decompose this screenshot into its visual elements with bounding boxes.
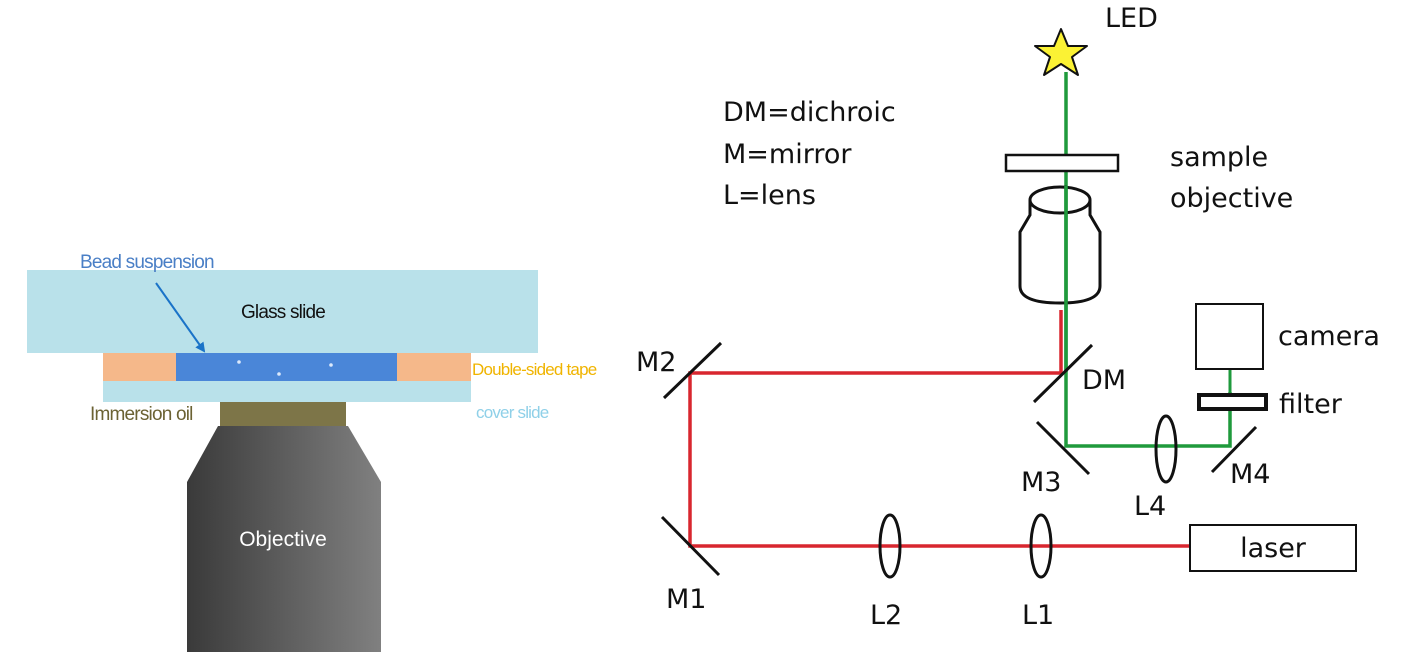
lens-l2 (878, 513, 902, 579)
lens-l4 (1154, 414, 1178, 484)
laser-beam (688, 310, 1190, 548)
immersion-oil-label: Immersion oil (90, 404, 193, 425)
objective-top-ellipse (1028, 185, 1092, 215)
cover-slide-label: cover slide (476, 403, 549, 422)
laser-label: laser (1240, 533, 1307, 564)
glass-slide (27, 270, 538, 353)
filter (1197, 393, 1268, 411)
bead (329, 363, 333, 367)
laser-box (1189, 524, 1357, 572)
glass-slide-label: Glass slide (241, 302, 325, 323)
camera-label: camera (1278, 321, 1380, 352)
tape-right (397, 353, 471, 381)
bead (277, 372, 281, 376)
m2-label: M2 (636, 347, 676, 378)
immersion-oil (220, 402, 346, 426)
objective-body (187, 426, 381, 652)
sample-slab (1004, 153, 1120, 173)
mirror-m4 (1210, 425, 1258, 474)
l4-label: L4 (1134, 491, 1166, 522)
microscope-objective (1018, 200, 1102, 305)
bead-arrow (155, 282, 206, 353)
double-sided-tape-label: Double-sided tape (472, 360, 597, 379)
mirror-m3 (1035, 420, 1091, 476)
l1-label: L1 (1022, 600, 1054, 631)
mirror-m2 (662, 341, 723, 400)
led-star-icon (1034, 28, 1088, 76)
tape-left (103, 353, 176, 381)
filter-label: filter (1279, 389, 1343, 420)
legend-dichroic: DM=dichroic (723, 97, 896, 128)
optical-setup-diagram: LED sample objective DM=dichroic M=mirro… (636, 3, 1380, 631)
mirror-m1 (660, 515, 721, 577)
m3-label: M3 (1021, 467, 1061, 498)
camera-body (1195, 303, 1264, 370)
bead-suspension-label: Bead suspension (80, 252, 214, 273)
m4-label: M4 (1230, 459, 1270, 490)
bead-suspension-channel (176, 353, 397, 381)
legend-mirror: M=mirror (723, 139, 852, 170)
dm-label: DM (1082, 365, 1126, 396)
dichroic-mirror (1032, 343, 1094, 404)
objective-label: Objective (239, 528, 327, 551)
legend-lens: L=lens (723, 180, 816, 211)
led-label: LED (1105, 3, 1158, 34)
l2-label: L2 (870, 600, 902, 631)
sample-chamber-diagram: Glass slide Objective Bead suspension Do… (27, 252, 598, 652)
m1-label: M1 (666, 584, 706, 615)
objective-label-right: objective (1170, 183, 1293, 214)
lens-l1 (1029, 513, 1053, 579)
bead (237, 360, 241, 364)
sample-label: sample (1170, 142, 1268, 173)
